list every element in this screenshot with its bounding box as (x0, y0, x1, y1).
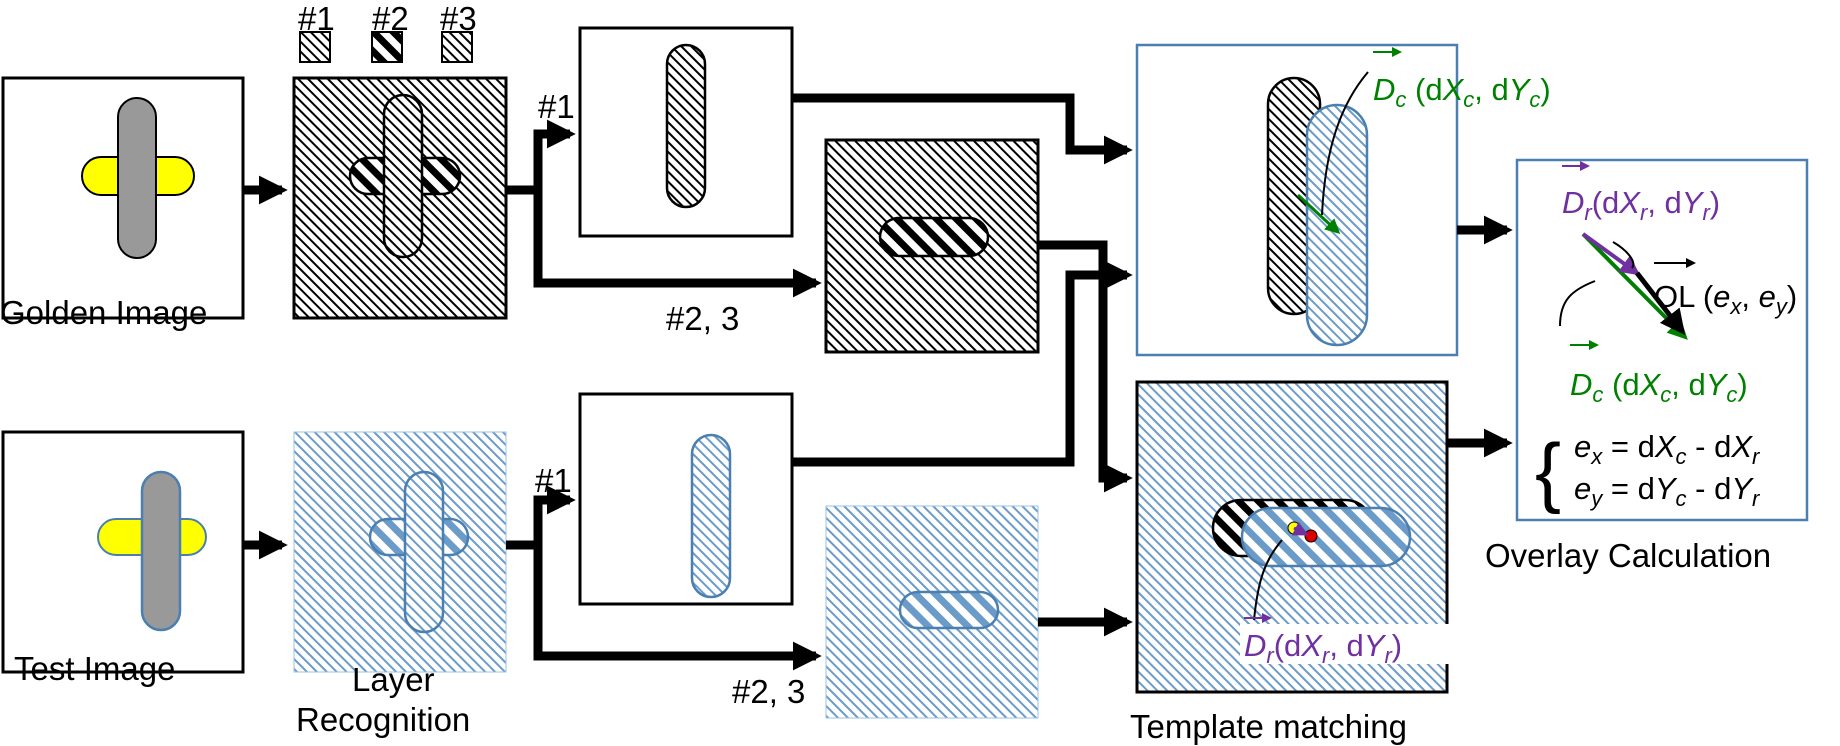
layer-label-line2: Recognition (296, 701, 470, 738)
svg-text:OL (ex, ey): OL (ex, ey) (1654, 279, 1797, 319)
overlay-matching-top (1135, 43, 1459, 357)
dc-vector-top (1296, 71, 1369, 235)
template-matching-label: Template matching (1130, 708, 1407, 745)
overlay-calc-box (1515, 158, 1809, 522)
svg-text:{: { (1535, 427, 1561, 515)
equation-ey: ey = dYc - dYr (1574, 471, 1761, 511)
golden-vertical-bar (117, 97, 157, 259)
dc-label-overlay: Dc (dXc, dYc) (1570, 340, 1748, 407)
layer-recognition-test (293, 431, 507, 673)
svg-text:Dc (dXc, dYc): Dc (dXc, dYc) (1373, 72, 1551, 112)
legend-swatch-2 (371, 31, 403, 63)
test-vertical-bar (140, 470, 182, 632)
branch-label-top-1: #1 (538, 88, 575, 125)
branch-label-top-23: #2, 3 (666, 300, 739, 337)
legend-swatch-1 (299, 31, 331, 63)
overlay-equations: { ex = dXc - dXr ey = dYc - dYr (1535, 427, 1761, 515)
legend-swatch-3 (441, 31, 473, 63)
dr-label-bottom: Dr(dXr, dYr) (1240, 539, 1450, 668)
layer-recognition-golden (292, 76, 508, 320)
svg-text:Dr(dXr, dYr): Dr(dXr, dYr) (1244, 628, 1402, 668)
legend-label-1: #1 (298, 0, 335, 37)
golden-layer1-box (578, 26, 794, 238)
test-layer23-box (825, 505, 1039, 719)
legend-label-3: #3 (440, 0, 477, 37)
golden-image-box (1, 76, 245, 320)
svg-text:Dc (dXc, dYc): Dc (dXc, dYc) (1570, 367, 1748, 407)
branch-label-bottom-23: #2, 3 (732, 673, 805, 710)
equation-ex: ex = dXc - dXr (1574, 429, 1761, 469)
branch-label-bottom-1: #1 (535, 462, 572, 499)
overlay-calc-label: Overlay Calculation (1485, 537, 1771, 574)
golden-layer23-box (824, 138, 1040, 354)
test-layer1-box (578, 392, 794, 606)
legend-label-2: #2 (372, 0, 409, 37)
overlay-vector-diagram (1559, 232, 1688, 340)
dr-label-overlay: Dr(dXr, dYr) (1562, 161, 1720, 225)
dc-label-top: Dc (dXc, dYc) (1373, 47, 1551, 112)
golden-image-label: Golden Image (0, 294, 207, 331)
test-image-label: Test Image (14, 650, 175, 687)
pattern-legend: #1 #2 #3 (298, 0, 477, 63)
layer-label-line1: Layer (352, 661, 435, 698)
ol-label-overlay: OL (ex, ey) (1654, 258, 1797, 319)
test-image-box (1, 430, 245, 674)
dc-sym: D (1373, 72, 1395, 107)
svg-text:Dr(dXr, dYr): Dr(dXr, dYr) (1562, 185, 1720, 225)
flow-arrows (243, 93, 1513, 671)
